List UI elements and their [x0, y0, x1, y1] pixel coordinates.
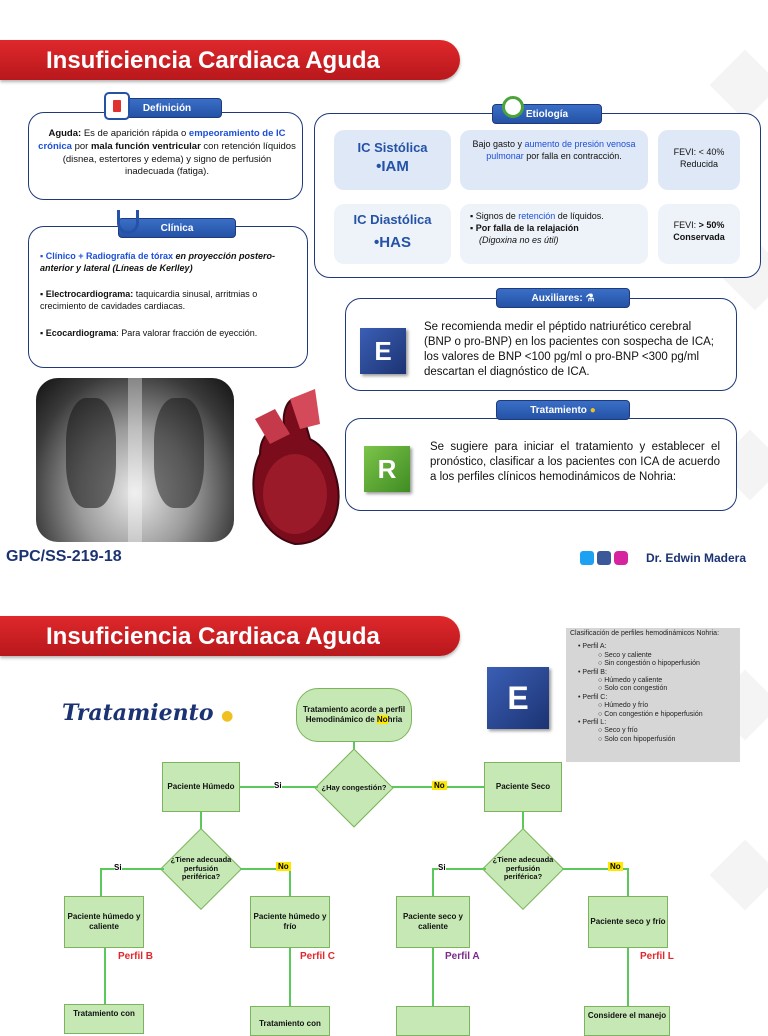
evidence-badge-2: E — [487, 667, 549, 729]
ic-diastolica-sub: •HAS — [374, 234, 411, 251]
connector — [522, 812, 524, 836]
tratamiento-b: Tratamiento con — [64, 1004, 144, 1034]
chest-xray-image — [36, 378, 234, 542]
tratamiento-a — [396, 1006, 470, 1036]
heart-illustration — [252, 389, 340, 546]
flask-icon: ⚗ — [585, 293, 595, 304]
perfil-a: Perfil A — [445, 951, 480, 962]
definicion-card — [28, 112, 303, 200]
ic-diastolica-title: IC Diastólica — [353, 212, 432, 227]
evidence-badge: E — [360, 328, 406, 374]
sistolica-fevi-card — [658, 130, 740, 190]
clipboard-icon — [104, 92, 130, 120]
paciente-humedo-caliente: Paciente húmedo y caliente — [64, 896, 144, 948]
pill-icon: ● — [221, 708, 234, 724]
label-no: No — [608, 862, 623, 871]
connector — [104, 948, 106, 1004]
recommendation-badge: R — [364, 446, 410, 492]
tratamiento-card — [345, 418, 737, 511]
label-no: No — [432, 781, 447, 790]
perfil-c: Perfil C — [300, 951, 336, 962]
magnifier-icon — [502, 96, 524, 118]
author-name: Dr. Edwin Madera — [646, 551, 747, 565]
connector — [627, 948, 629, 1006]
tratamiento-c: Tratamiento con — [250, 1006, 330, 1036]
perfil-b: Perfil B — [118, 951, 154, 962]
ic-sistolica-title: IC Sistólica — [357, 140, 428, 155]
tratamiento-heading: Tratamiento ● — [62, 700, 234, 726]
connector — [562, 868, 628, 870]
connector — [627, 868, 629, 896]
connector — [100, 868, 102, 896]
paciente-seco-frio: Paciente seco y frío — [588, 896, 668, 948]
label-si: Si — [274, 781, 282, 790]
twitter-icon[interactable] — [580, 551, 594, 565]
watermark-shape — [709, 839, 768, 911]
diastolica-fevi-card — [658, 204, 740, 264]
nohria-classification: Clasificación de perfiles hemodinámicos … — [566, 628, 740, 762]
clinica-list: ▪ Clínico + Radiografía de tórax en proy… — [40, 251, 276, 338]
connector — [240, 868, 290, 870]
sistolica-fevi: FEVI: < 40%Reducida — [673, 147, 725, 170]
tratamiento-l: Considere el manejo — [584, 1006, 670, 1036]
page-title-2: Insuficiencia Cardiaca Aguda — [0, 616, 460, 656]
label-no: No — [276, 862, 291, 871]
diastolica-fevi: FEVI: > 50%Conservada — [673, 220, 725, 243]
connector — [289, 868, 291, 896]
auxiliares-text: Se recomienda medir el péptido natriurét… — [424, 321, 714, 378]
ic-sistolica-sub: •IAM — [376, 158, 409, 175]
connector — [432, 948, 434, 1006]
paciente-seco: Paciente Seco — [484, 762, 562, 812]
decision-perfusion-left-text: ¿Tiene adecuada perfusión periférica? — [170, 855, 232, 882]
connector — [200, 812, 202, 836]
paciente-humedo: Paciente Húmedo — [162, 762, 240, 812]
tratamiento-text: Se sugiere para iniciar el tratamiento y… — [430, 441, 720, 483]
clinica-card — [28, 226, 308, 368]
watermark-shape — [709, 49, 768, 121]
perfil-l: Perfil L — [640, 951, 674, 962]
page-title: Insuficiencia Cardiaca Aguda — [0, 40, 460, 80]
social-icons — [580, 551, 628, 565]
paciente-humedo-frio: Paciente húmedo y frío — [250, 896, 330, 948]
diastolica-desc-card — [460, 204, 648, 264]
facebook-icon[interactable] — [597, 551, 611, 565]
connector — [432, 868, 486, 870]
stethoscope-icon — [117, 210, 139, 234]
definicion-label: Definición — [112, 98, 222, 118]
connector — [100, 868, 164, 870]
label-si: Si — [438, 863, 446, 872]
sistolica-desc-card — [460, 130, 648, 190]
connector — [432, 868, 434, 896]
definicion-text: Aguda: Es de aparición rápida o empeoram… — [38, 128, 296, 178]
ic-diastolica-card — [334, 204, 451, 264]
label-si: Si — [114, 863, 122, 872]
instagram-icon[interactable] — [614, 551, 628, 565]
decision-perfusion-right-text: ¿Tiene adecuada perfusión periférica? — [492, 855, 554, 882]
ic-sistolica-card — [334, 130, 451, 190]
sistolica-desc: Bajo gasto y aumento de presión venosa p… — [472, 139, 636, 162]
auxiliares-card — [345, 298, 737, 391]
decision-congestion-text: ¿Hay congestión? — [321, 782, 387, 792]
tratamiento-label: Tratamiento ● — [496, 400, 630, 420]
guide-code: GPC/SS-219-18 — [6, 548, 122, 565]
flow-start: Tratamiento acorde a perfil Hemodinámico… — [296, 688, 412, 742]
diastolica-desc: ▪ Signos de retención de líquidos. ▪ Por… — [470, 211, 604, 246]
pill-icon: ● — [589, 405, 596, 416]
paciente-seco-caliente: Paciente seco y caliente — [396, 896, 470, 948]
auxiliares-label: Auxiliares: ⚗ — [496, 288, 630, 308]
connector — [289, 948, 291, 1006]
